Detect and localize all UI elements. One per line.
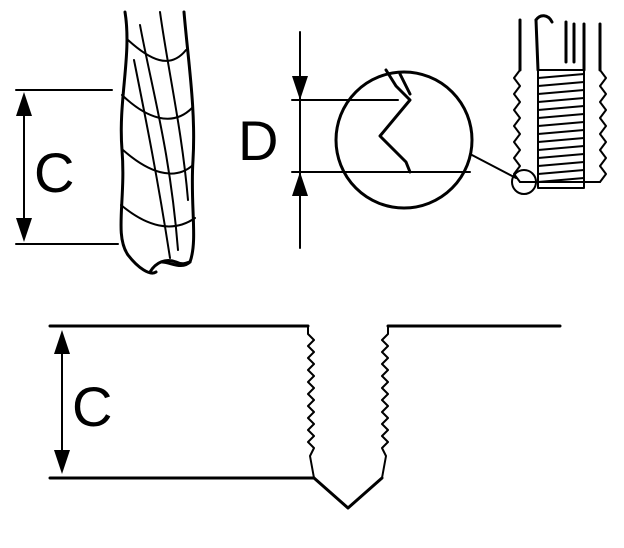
hole-depth-label: C xyxy=(72,375,112,438)
thread-depth-label: D xyxy=(238,109,278,172)
thread-detail xyxy=(291,31,517,249)
threaded-insert xyxy=(511,14,607,195)
hole-depth-dimension xyxy=(54,330,70,474)
tapped-hole xyxy=(48,324,562,510)
drill-bit xyxy=(119,10,196,275)
drill-depth-label: C xyxy=(34,141,74,204)
drill-depth-dimension xyxy=(15,89,119,245)
